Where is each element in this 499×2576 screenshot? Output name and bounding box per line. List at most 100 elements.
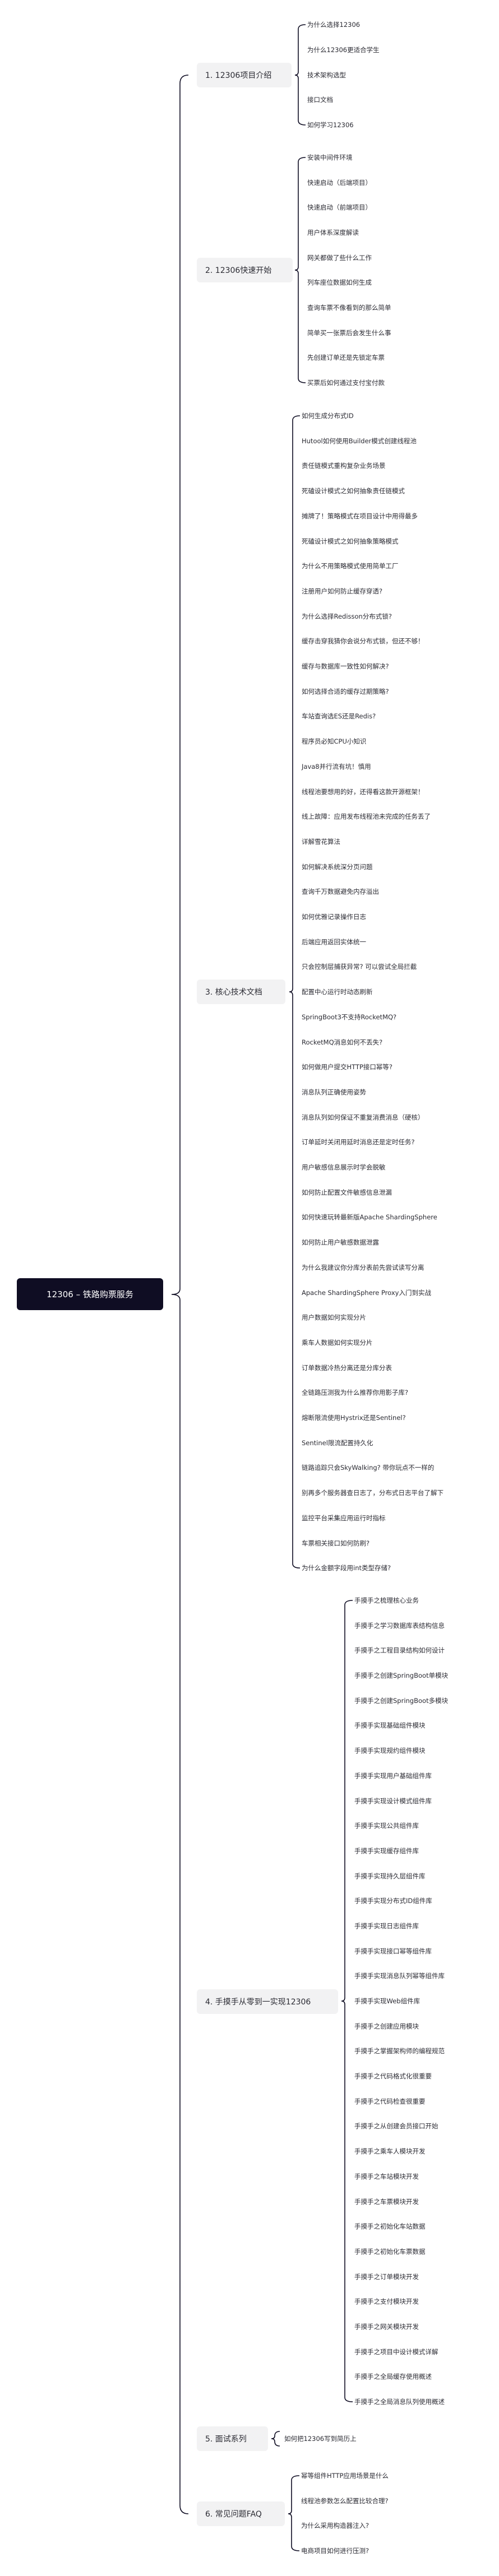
leaf-item[interactable]: 手摸手之订单模块开发 <box>354 2272 419 2281</box>
leaf-item[interactable]: 手摸手实现公共组件库 <box>354 1822 419 1830</box>
leaf-item[interactable]: 用户数据如何实现分片 <box>302 1313 366 1322</box>
leaf-item[interactable]: 为什么选择Redisson分布式锁? <box>302 612 392 620</box>
leaf-item[interactable]: 手摸手之初始化车票数据 <box>354 2247 426 2255</box>
leaf-item[interactable]: 手摸手实现缓存组件库 <box>354 1846 419 1855</box>
leaf-item[interactable]: 如何生成分布式ID <box>302 412 354 420</box>
leaf-item[interactable]: 如何快速玩转最新版Apache ShardingSphere <box>302 1213 437 1222</box>
leaf-item[interactable]: 如何解决系统深分页问题 <box>302 862 373 871</box>
leaf-item[interactable]: 安装中间件环境 <box>307 154 353 161</box>
leaf-item[interactable]: 手摸手之创建SpringBoot多模块 <box>354 1696 449 1705</box>
leaf-item[interactable]: 手摸手之乘车人模块开发 <box>354 2147 426 2156</box>
leaf-item[interactable]: 摊牌了！策略模式在项目设计中用得最多 <box>302 512 418 520</box>
leaf-item[interactable]: 手摸手实现Web组件库 <box>354 1997 421 2006</box>
leaf-item[interactable]: 后端应用返回实体统一 <box>302 937 366 946</box>
leaf-item[interactable]: 死磕设计模式之如何抽象策略模式 <box>302 537 399 545</box>
leaf-item[interactable]: 买票后如何通过支付宝付款 <box>307 379 385 387</box>
leaf-item[interactable]: 手摸手之项目中设计模式详解 <box>354 2347 438 2356</box>
leaf-item[interactable]: 手摸手实现持久层组件库 <box>354 1872 426 1880</box>
leaf-item[interactable]: 为什么采用构造器注入? <box>301 2522 369 2530</box>
leaf-item[interactable]: 消息队列如何保证不重复消费消息（硬核） <box>302 1113 424 1121</box>
leaf-item[interactable]: 缓存击穿我猜你会说分布式锁，但还不够！ <box>302 637 424 646</box>
leaf-item[interactable]: 全链路压测我为什么推荐你用影子库? <box>302 1389 409 1397</box>
leaf-item[interactable]: 手摸手之全局缓存使用概述 <box>354 2373 432 2381</box>
leaf-item[interactable]: 程序员必知CPU小知识 <box>302 737 367 746</box>
leaf-item[interactable]: 别再多个服务器查日志了，分布式日志平台了解下 <box>302 1489 443 1497</box>
leaf-item[interactable]: 手摸手之学习数据库表结构信息 <box>354 1621 445 1630</box>
leaf-item[interactable]: 手摸手之网关模块开发 <box>354 2323 419 2331</box>
leaf-item[interactable]: 手摸手实现用户基础组件库 <box>354 1771 432 1780</box>
leaf-item[interactable]: 列车座位数据如何生成 <box>307 279 372 287</box>
leaf-item[interactable]: 订单延时关闭用延时消息还是定时任务? <box>302 1138 415 1147</box>
leaf-item[interactable]: 手摸手之创建应用模块 <box>354 2022 419 2030</box>
leaf-item[interactable]: 手摸手实现规约组件模块 <box>354 1747 426 1755</box>
leaf-item[interactable]: 如何优雅记录操作日志 <box>302 913 366 921</box>
leaf-item[interactable]: 手摸手之掌握架构师的编程规范 <box>354 2047 445 2055</box>
leaf-item[interactable]: RocketMQ消息如何不丢失? <box>302 1038 383 1046</box>
leaf-item[interactable]: 车票相关接口如何防刷? <box>302 1539 370 1547</box>
leaf-item[interactable]: 快速启动（后端项目） <box>307 178 372 187</box>
leaf-item[interactable]: SpringBoot3不支持RocketMQ? <box>302 1013 397 1021</box>
leaf-item[interactable]: 电商项目如何进行压测? <box>301 2547 369 2555</box>
leaf-item[interactable]: 监控平台采集应用运行时指标 <box>302 1514 386 1522</box>
leaf-item[interactable]: 如何防止配置文件敏感信息泄漏 <box>302 1188 392 1196</box>
leaf-item[interactable]: 手摸手之创建SpringBoot单模块 <box>354 1672 449 1680</box>
leaf-item[interactable]: 只会控制层捕获异常? 可以尝试全局拦截 <box>302 963 417 971</box>
leaf-item[interactable]: 配置中心运行时动态刷新 <box>302 988 373 996</box>
leaf-item[interactable]: 手摸手实现接口幂等组件库 <box>354 1947 432 1955</box>
leaf-item[interactable]: 如何选择合适的缓存过期策略? <box>302 687 389 695</box>
leaf-item[interactable]: 责任链模式重构复杂业务场景 <box>302 462 386 470</box>
leaf-item[interactable]: 订单数据冷热分离还是分库分表 <box>302 1363 392 1372</box>
branch-node-core-tech-docs[interactable]: 3. 核心技术文档 <box>197 980 285 1004</box>
leaf-item[interactable]: 简单买一张票后会发生什么事 <box>307 328 391 337</box>
leaf-item[interactable]: 线上故障：应用发布线程池未完成的任务丢了 <box>302 813 431 821</box>
branch-node-interview[interactable]: 5. 面试系列 <box>197 2426 268 2451</box>
leaf-item[interactable]: 用户敏感信息展示时学会脱敏 <box>302 1163 386 1171</box>
leaf-item[interactable]: 手摸手之车票模块开发 <box>354 2197 419 2206</box>
leaf-item[interactable]: 如何做用户提交HTTP接口幂等? <box>302 1063 393 1071</box>
root-node[interactable]: 12306 – 铁路购票服务 <box>17 1278 163 1310</box>
leaf-item[interactable]: 如何防止用户敏感数据泄露 <box>302 1238 379 1247</box>
leaf-item[interactable]: 手摸手之支付模块开发 <box>354 2297 419 2306</box>
leaf-item[interactable]: 手摸手之代码检查很重要 <box>354 2097 426 2105</box>
leaf-item[interactable]: 手摸手之全局消息队列使用概述 <box>354 2398 445 2406</box>
leaf-item[interactable]: 详解雪花算法 <box>302 837 340 846</box>
leaf-item[interactable]: 链路追踪只会SkyWalking? 带你玩点不一样的 <box>302 1464 435 1472</box>
leaf-item[interactable]: 为什么金额字段用int类型存储? <box>302 1564 391 1572</box>
leaf-item[interactable]: 手摸手之工程目录结构如何设计 <box>354 1646 445 1655</box>
leaf-item[interactable]: 线程池要想用的好，还得看这款开源框架！ <box>302 787 424 796</box>
leaf-item[interactable]: 手摸手实现设计模式组件库 <box>354 1797 432 1805</box>
leaf-item[interactable]: 死磕设计模式之如何抽象责任链模式 <box>302 487 405 495</box>
leaf-item[interactable]: 为什么我建议你分库分表前先尝试读写分离 <box>302 1263 424 1271</box>
leaf-item[interactable]: 为什么不用策略模式使用简单工厂 <box>302 562 399 570</box>
leaf-item[interactable]: 手摸手之梳理核心业务 <box>354 1596 419 1604</box>
leaf-item[interactable]: Hutool如何使用Builder模式创建线程池 <box>302 437 417 445</box>
leaf-item[interactable]: 手摸手之车站模块开发 <box>354 2172 419 2180</box>
leaf-item[interactable]: 手摸手实现基础组件模块 <box>354 1721 426 1730</box>
leaf-item[interactable]: 缓存与数据库一致性如何解决? <box>302 662 389 670</box>
leaf-item[interactable]: 幂等组件HTTP应用场景是什么 <box>301 2472 389 2480</box>
leaf-item[interactable]: 技术架构选型 <box>307 71 346 79</box>
leaf-item[interactable]: 熔断限流使用Hystrix还是Sentinel? <box>302 1414 406 1422</box>
leaf-item[interactable]: 如何学习12306 <box>307 121 354 129</box>
leaf-item[interactable]: 查询千万数据避免内存溢出 <box>302 888 379 896</box>
leaf-item[interactable]: 线程池参数怎么配置比较合理? <box>301 2496 389 2505</box>
leaf-item[interactable]: 车站查询选ES还是Redis? <box>302 712 376 721</box>
leaf-item[interactable]: 手摸手实现消息队列幂等组件库 <box>354 1972 445 1980</box>
leaf-item[interactable]: 手摸手之从创建会员接口开始 <box>354 2122 438 2131</box>
branch-node-project-intro[interactable]: 1. 12306项目介绍 <box>197 63 292 87</box>
leaf-item[interactable]: 手摸手之代码格式化很重要 <box>354 2072 432 2081</box>
leaf-item[interactable]: 手摸手之初始化车站数据 <box>354 2222 426 2231</box>
leaf-item[interactable]: 查询车票不像看到的那么简单 <box>307 304 391 312</box>
leaf-item[interactable]: 网关都做了些什么工作 <box>307 253 372 262</box>
leaf-item[interactable]: Java8并行流有坑！慎用 <box>302 762 371 771</box>
leaf-item[interactable]: 乘车人数据如何实现分片 <box>302 1338 373 1347</box>
leaf-item[interactable]: 注册用户如何防止缓存穿透? <box>302 587 383 595</box>
branch-node-faq[interactable]: 6. 常见问题FAQ <box>197 2501 285 2526</box>
leaf-item[interactable]: 如何把12306写到简历上 <box>284 2435 357 2443</box>
leaf-item[interactable]: 消息队列正确使用姿势 <box>302 1088 366 1096</box>
leaf-item[interactable]: 为什么12306更适合学生 <box>307 45 380 54</box>
leaf-item[interactable]: 接口文档 <box>307 96 333 104</box>
leaf-item[interactable]: 为什么选择12306 <box>307 21 361 29</box>
leaf-item[interactable]: 先创建订单还是先锁定车票 <box>307 354 385 362</box>
leaf-item[interactable]: Apache ShardingSphere Proxy入门到实战 <box>302 1288 431 1297</box>
